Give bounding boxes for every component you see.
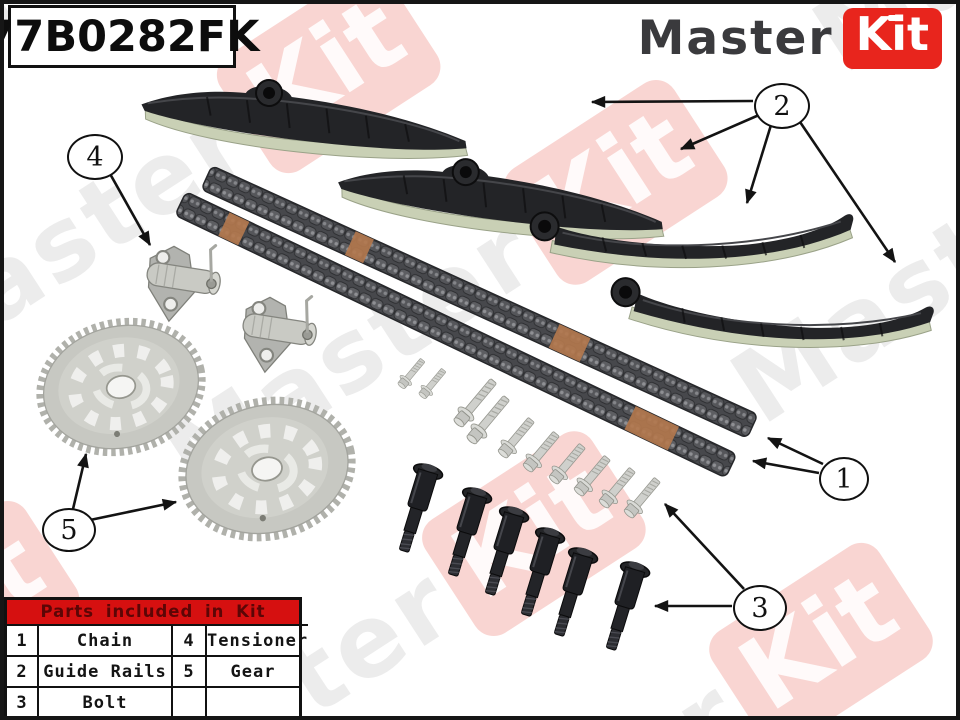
part-name	[205, 686, 299, 717]
black-bolt-2	[437, 483, 495, 581]
callout-1-chain: 1	[819, 457, 869, 501]
callout-2-guide-rails: 2	[754, 83, 810, 129]
arrow-2-rail3	[745, 124, 773, 205]
brand-logo: Master Kit	[638, 8, 942, 69]
black-bolt-6	[595, 557, 653, 655]
arrow-1-chain1	[766, 436, 824, 466]
part-name: Tensioner	[205, 624, 309, 655]
guide-rail-4	[606, 272, 936, 365]
callout-5-gear: 5	[42, 508, 96, 552]
callout-arrows	[71, 95, 897, 612]
part-number-box: 77B0282FK	[0, 5, 260, 68]
gear-sprocket-1	[27, 306, 215, 468]
black-bolt-3	[474, 502, 532, 600]
logo-kit-badge: Kit	[842, 8, 942, 69]
gear-sprocket-2	[169, 384, 366, 553]
guide-rail-1	[136, 62, 475, 176]
arrow-5-gear1	[71, 452, 89, 510]
black-bolt-4	[510, 523, 568, 621]
black-bolt-1	[388, 459, 446, 557]
silver-bolt-long-1	[449, 374, 502, 432]
parts-table-title: Parts included in Kit	[7, 600, 299, 624]
part-index: 1	[7, 624, 37, 655]
arrow-4-tensioner	[107, 171, 152, 247]
part-name: Bolt	[37, 686, 171, 717]
callout-4-tensioner: 4	[67, 134, 123, 180]
tensioner-1	[144, 244, 224, 323]
part-name: Guide Rails	[37, 655, 171, 686]
tensioner-2	[240, 295, 320, 374]
arrow-2-rail4	[796, 118, 897, 263]
part-name: Gear	[205, 655, 299, 686]
arrow-3-silver-bolts	[664, 503, 745, 590]
arrow-1-chain2	[751, 457, 820, 475]
part-index: 2	[7, 655, 37, 686]
timing-chain-2	[176, 192, 736, 477]
part-index: 5	[171, 655, 205, 686]
table-row: 1 Chain 4 Tensioner	[7, 624, 309, 655]
part-index	[171, 686, 205, 717]
part-index: 3	[7, 686, 37, 717]
guide-rail-2	[333, 140, 672, 257]
arrow-2-rail1	[590, 95, 754, 108]
callout-3-bolt: 3	[733, 585, 787, 631]
table-row: 2 Guide Rails 5 Gear	[7, 655, 299, 686]
arrow-2-rail2	[679, 113, 760, 151]
logo-i-bar	[887, 15, 899, 21]
part-name: Chain	[37, 624, 171, 655]
silver-bolt-1	[493, 413, 540, 463]
part-number: 77B0282FK	[0, 11, 260, 62]
silver-bolt-small-2	[415, 365, 450, 402]
timing-chain-1	[202, 166, 757, 437]
logo-master-text: Master	[637, 10, 834, 66]
part-index: 4	[171, 624, 205, 655]
table-row: 3 Bolt	[7, 686, 299, 717]
parts-legend-table: Parts included in Kit 1 Chain 4 Tensione…	[4, 597, 309, 720]
arrow-5-gear2	[89, 498, 178, 522]
